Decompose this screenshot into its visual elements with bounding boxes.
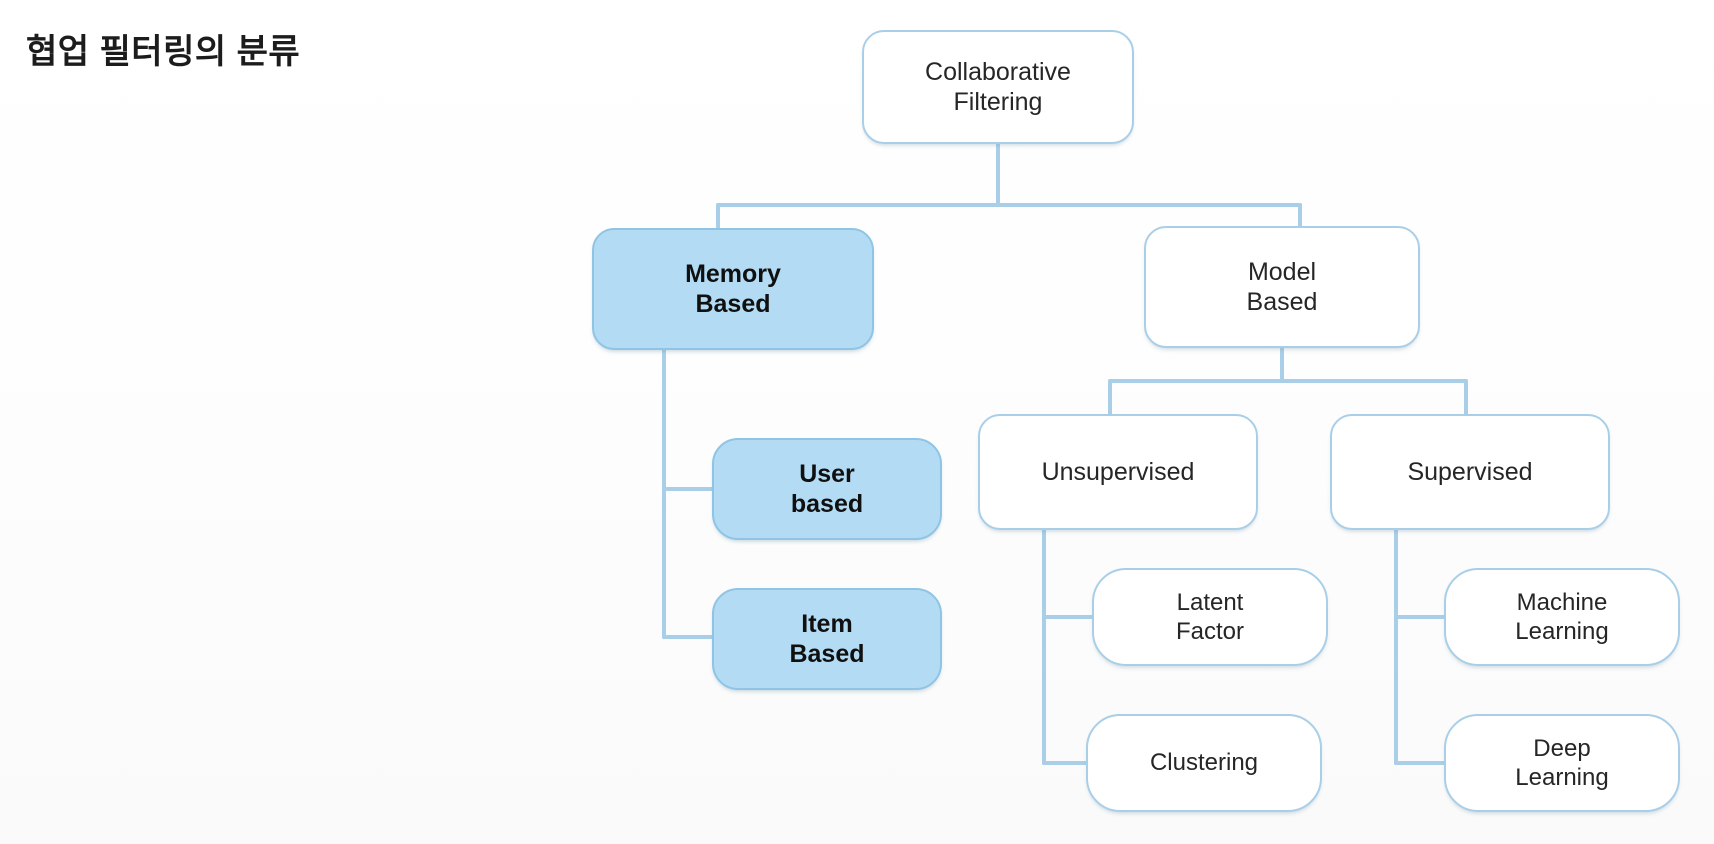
node-model-based[interactable]: Model Based	[1144, 226, 1420, 348]
node-label-collaborative-filtering: Collaborative Filtering	[925, 57, 1071, 117]
node-label-unsupervised: Unsupervised	[1041, 457, 1195, 486]
node-clustering[interactable]: Clustering	[1086, 714, 1322, 812]
node-label-deep-learning: Deep Learning	[1515, 734, 1609, 791]
node-unsupervised[interactable]: Unsupervised	[978, 414, 1258, 530]
node-machine-learning[interactable]: Machine Learning	[1444, 568, 1680, 666]
node-label-latent-factor: Latent Factor	[1175, 588, 1244, 645]
node-latent-factor[interactable]: Latent Factor	[1092, 568, 1328, 666]
node-collaborative-filtering[interactable]: Collaborative Filtering	[862, 30, 1134, 144]
node-supervised[interactable]: Supervised	[1330, 414, 1610, 530]
node-label-supervised: Supervised	[1407, 457, 1533, 486]
node-label-user-based: User based	[790, 459, 864, 519]
node-memory-based[interactable]: Memory Based	[592, 228, 874, 350]
node-label-machine-learning: Machine Learning	[1515, 588, 1609, 645]
node-label-clustering: Clustering	[1149, 749, 1259, 777]
node-deep-learning[interactable]: Deep Learning	[1444, 714, 1680, 812]
node-user-based[interactable]: User based	[712, 438, 942, 540]
node-label-model-based: Model Based	[1246, 257, 1318, 317]
slide-title: 협업 필터링의 분류	[26, 33, 301, 71]
node-label-item-based: Item Based	[789, 609, 865, 669]
node-label-memory-based: Memory Based	[685, 259, 781, 319]
node-item-based[interactable]: Item Based	[712, 588, 942, 690]
